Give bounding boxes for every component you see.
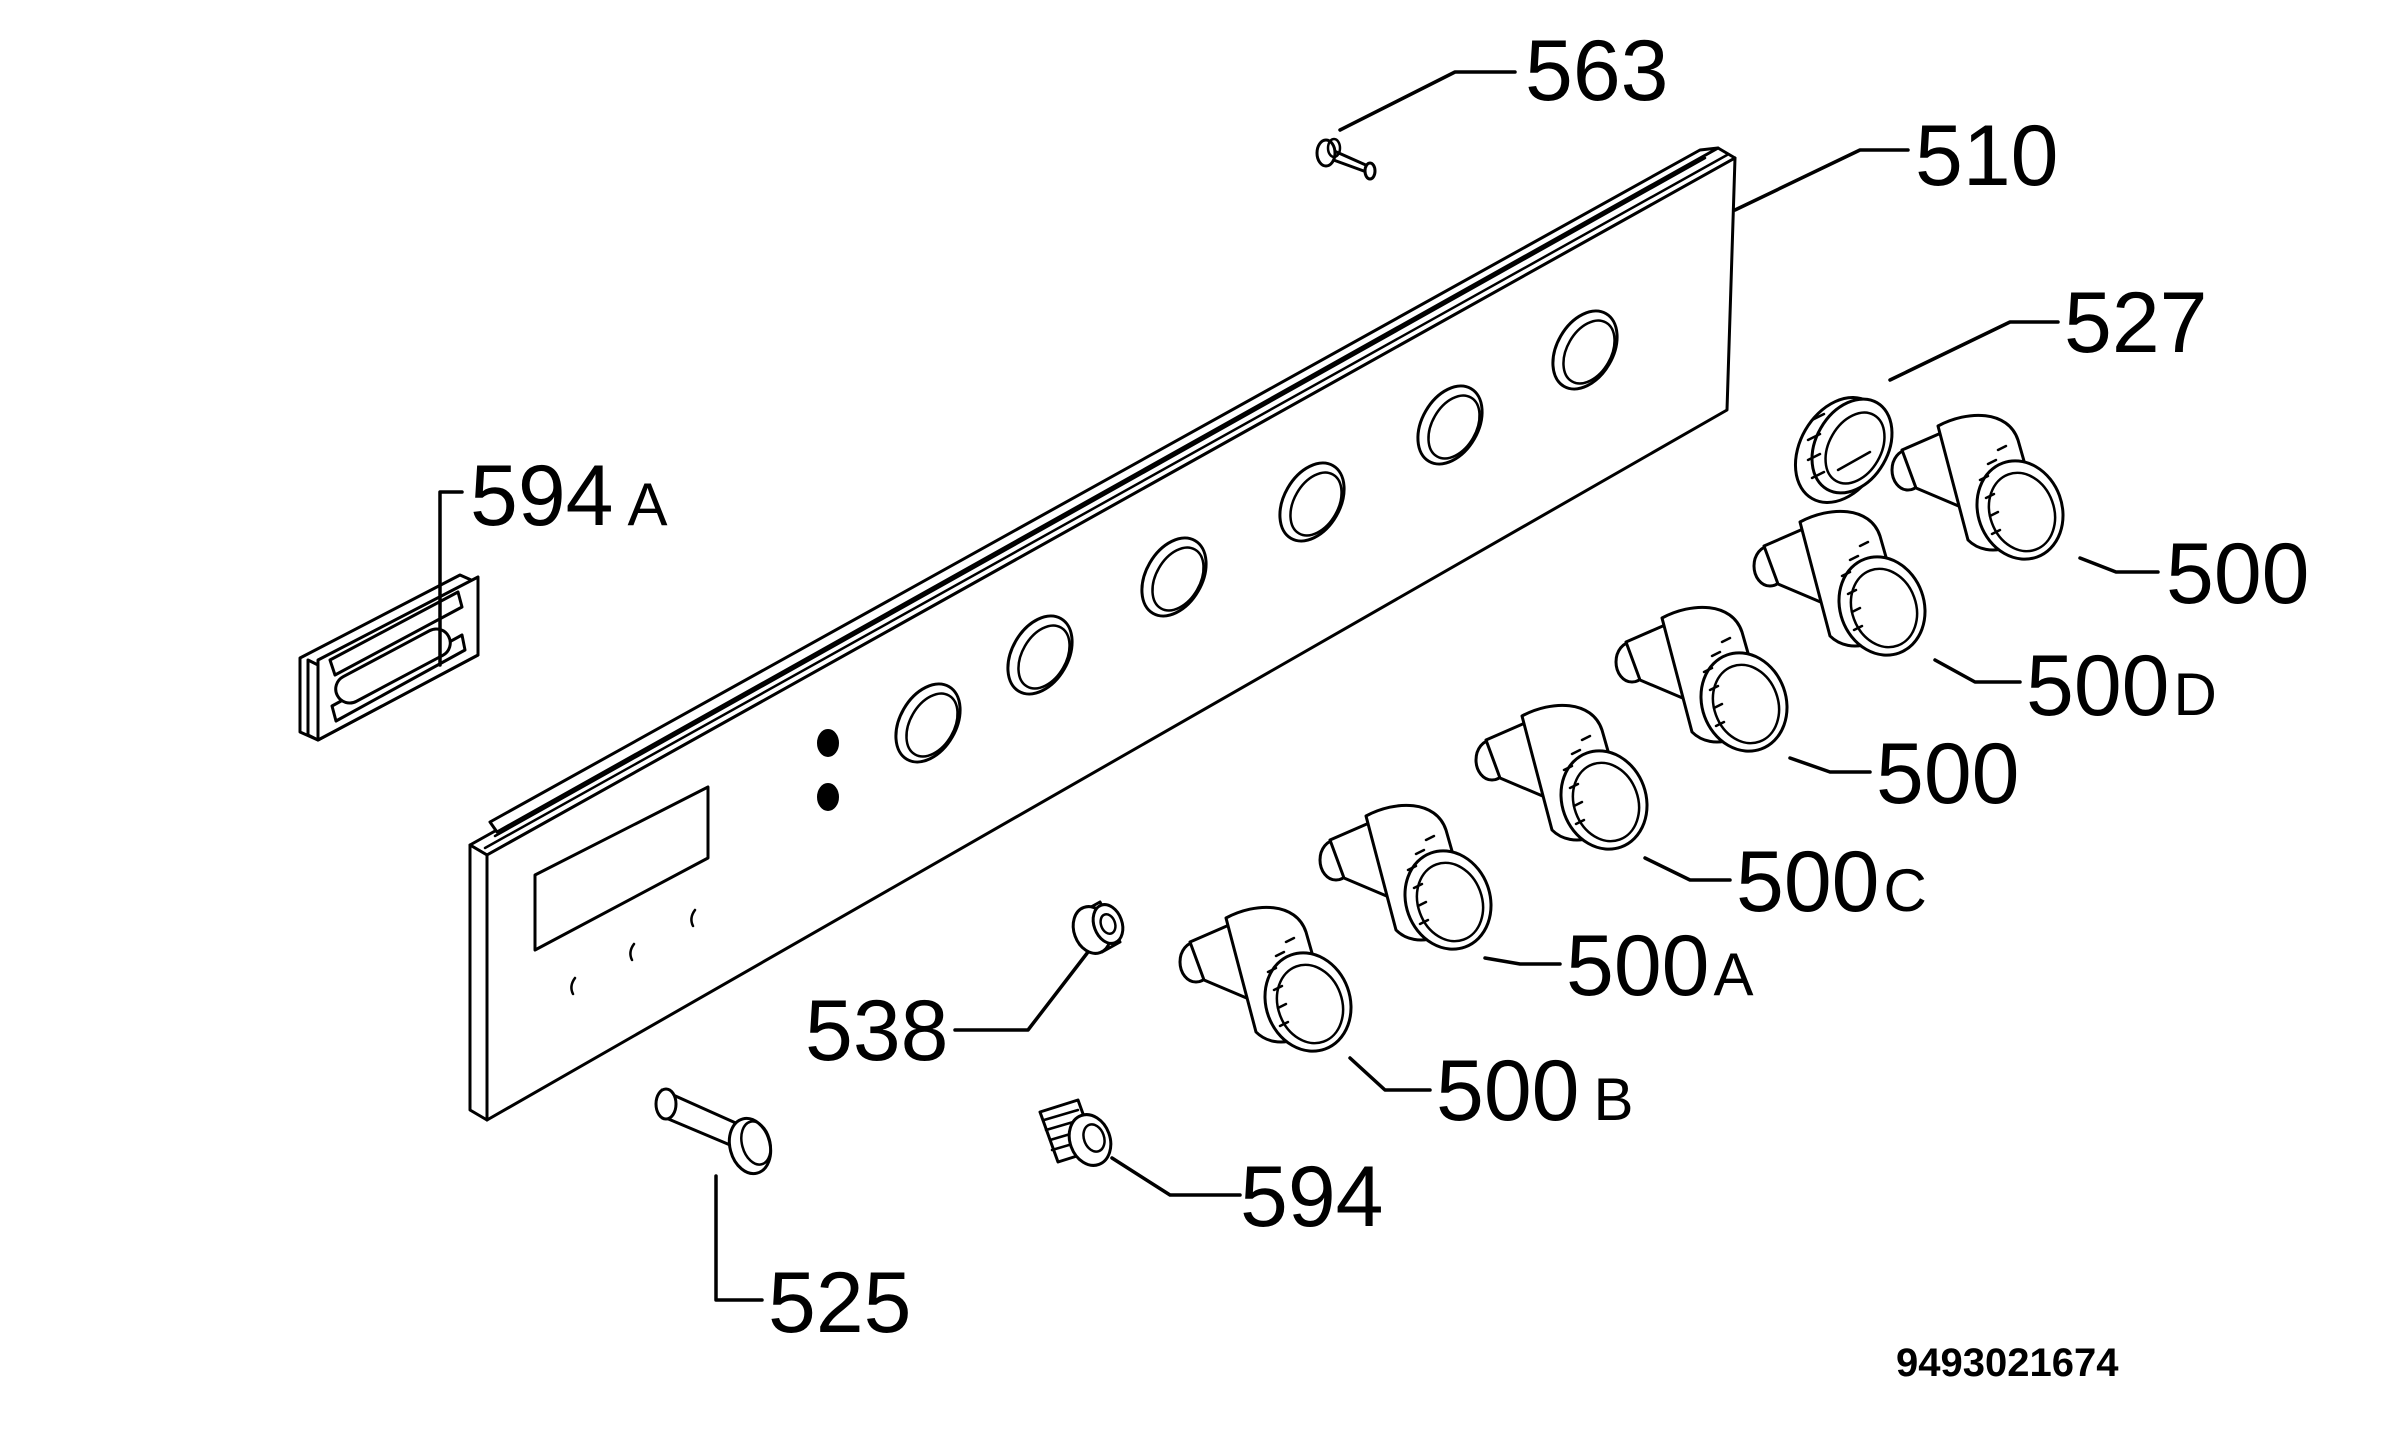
bolt-563 <box>1315 137 1377 181</box>
knob-500-mid <box>1614 605 1789 753</box>
callout-525: 525 <box>768 1255 912 1351</box>
knob-500c <box>1474 703 1649 851</box>
callout-500d: 500D <box>2026 638 2217 734</box>
screw-525 <box>654 1087 773 1176</box>
knob-holes <box>894 309 1619 764</box>
callout-500c: 500C <box>1736 834 1927 930</box>
bracket-594a <box>298 573 480 742</box>
knob-500-top <box>1890 413 2065 561</box>
indicator-lamp-lower <box>817 783 839 811</box>
callout-563: 563 <box>1525 23 1669 119</box>
indicator-lamp-upper <box>817 729 839 757</box>
spring-screw-594 <box>1038 1098 1113 1167</box>
knob-500d <box>1752 509 1927 657</box>
leader-lines <box>438 70 2160 1302</box>
knobs <box>1178 413 2065 1053</box>
callout-538: 538 <box>805 983 949 1079</box>
knob-500a <box>1318 803 1493 951</box>
control-panel-510 <box>468 146 1737 1122</box>
callout-500a: 500A <box>1566 918 1754 1014</box>
document-number: 9493021674 <box>1896 1341 2119 1385</box>
ring-527 <box>1793 396 1894 504</box>
callout-500-top: 500 <box>2166 526 2310 622</box>
callout-510: 510 <box>1915 108 2059 204</box>
callout-594: 594 <box>1240 1149 1384 1245</box>
spacer-538 <box>1071 900 1125 955</box>
knob-500b <box>1178 905 1353 1053</box>
callout-527: 527 <box>2064 275 2208 371</box>
display-window <box>533 785 710 952</box>
callout-500-mid: 500 <box>1876 726 2020 822</box>
